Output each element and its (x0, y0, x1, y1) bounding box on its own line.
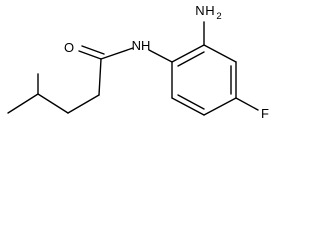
structure-canvas: O NH N H 2 F (7, 3, 269, 121)
ring-bond-2 (203, 44, 237, 63)
bond-methyl-left-to-ch (7, 93, 39, 114)
fluorine-label: F (261, 106, 269, 121)
amino-h-count: 2 (216, 11, 221, 22)
bond-carbonyl-to-nh (100, 47, 134, 60)
ring-bond-5 (171, 97, 205, 116)
bond-nh-to-ring (148, 49, 173, 63)
bond-ch2-to-ch2 (67, 94, 100, 114)
amino-h-label: H (205, 3, 214, 18)
ring-inner-double-3 (177, 94, 205, 110)
bond-carbonyl-oxygen-2 (81, 45, 105, 55)
bond-ch-to-ch2 (37, 93, 69, 114)
ring-inner-double-1 (177, 51, 205, 67)
bond-ch2-to-carbonyl (98, 58, 102, 96)
bond-carbonyl-oxygen-1 (78, 50, 102, 60)
bond-ring-to-fluorine (235, 97, 259, 111)
oxygen-label: O (64, 40, 74, 55)
chemical-structure-diagram: O NH N H 2 F (7, 3, 269, 121)
ring-bond-4 (203, 97, 237, 116)
amino-n-label: N (195, 3, 204, 18)
ring-bond-1 (171, 44, 205, 63)
amide-nh-label: NH (132, 38, 151, 53)
